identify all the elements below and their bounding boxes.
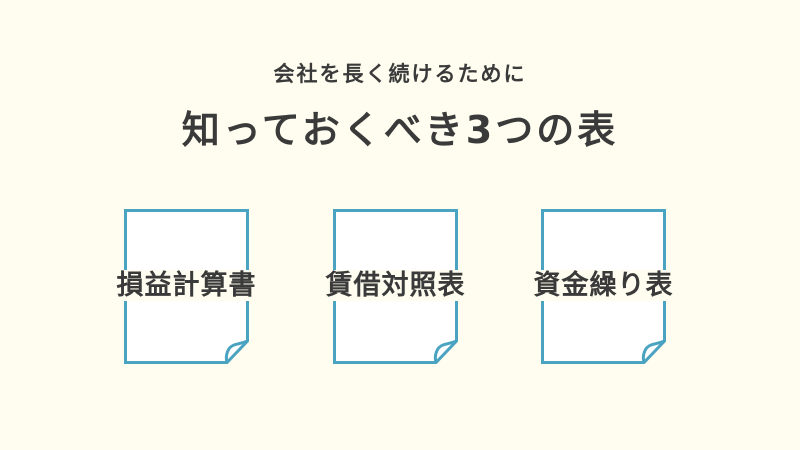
document-card-cash-flow: 資金繰り表 bbox=[531, 209, 676, 364]
document-card-profit-loss: 損益計算書 bbox=[114, 209, 259, 364]
subtitle: 会社を長く続けるために bbox=[273, 62, 527, 86]
document-label: 損益計算書 bbox=[114, 270, 259, 301]
document-label: 賃借対照表 bbox=[323, 270, 468, 301]
document-card-balance-sheet: 賃借対照表 bbox=[323, 209, 468, 364]
page-title: 知っておくべき3つの表 bbox=[181, 108, 619, 152]
document-label: 資金繰り表 bbox=[531, 270, 676, 301]
